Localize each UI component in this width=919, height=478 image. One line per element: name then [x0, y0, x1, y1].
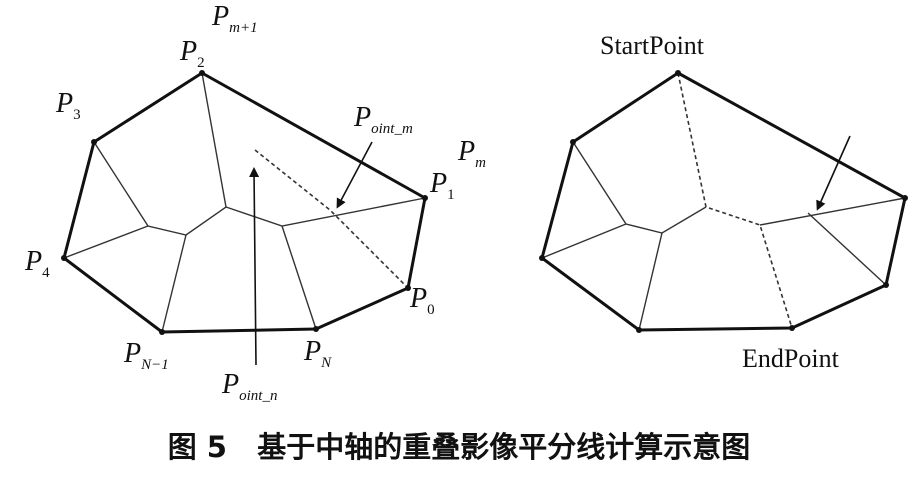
right-medial-axis	[541, 141, 906, 331]
left-medial-axis	[63, 72, 426, 333]
vertex-start	[675, 70, 681, 76]
vertex-p0	[405, 285, 411, 291]
label-p-m-plus-1: Pm+1	[211, 1, 258, 36]
label-point-n: Point_n	[221, 369, 277, 404]
label-p-n-minus-1: PN−1	[123, 338, 169, 373]
label-p1: P1	[429, 168, 455, 203]
figure-caption: 图 5 基于中轴的重叠影像平分线计算示意图	[168, 430, 751, 464]
left-polygon-outline	[62, 71, 427, 334]
vertex-pn	[313, 326, 319, 332]
vertex-right-2	[883, 282, 889, 288]
vertex-right-6	[570, 139, 576, 145]
vertex-right-4	[636, 327, 642, 333]
right-diagram: StartPoint EndPoint	[539, 31, 908, 373]
label-p-m: Pm	[457, 136, 486, 171]
right-dashed-bisector	[677, 72, 793, 329]
arrow-right-diagram	[816, 135, 851, 211]
label-point-m: Point_m	[353, 102, 413, 137]
arrow-point-n	[249, 167, 260, 366]
label-p3: P3	[55, 88, 81, 123]
vertex-pn-1	[159, 329, 165, 335]
vertex-right-1	[902, 195, 908, 201]
vertex-p1	[422, 195, 428, 201]
vertex-p3	[91, 139, 97, 145]
vertex-p2	[199, 70, 205, 76]
vertex-end	[789, 325, 795, 331]
label-p2: P2	[179, 36, 205, 71]
label-p4: P4	[24, 246, 50, 281]
label-start-point: StartPoint	[600, 31, 705, 60]
arrow-point-m	[336, 141, 373, 209]
vertex-right-5	[539, 255, 545, 261]
left-dashed-bisector	[254, 149, 409, 289]
left-diagram: Pm+1 P2 P3 Point_m Pm P1 P4 P0 PN−1 PN P	[24, 1, 486, 404]
label-p0: P0	[409, 283, 435, 318]
label-p-n: PN	[303, 336, 332, 371]
vertex-p4	[61, 255, 67, 261]
right-polygon-outline	[540, 71, 907, 332]
label-end-point: EndPoint	[742, 344, 840, 373]
